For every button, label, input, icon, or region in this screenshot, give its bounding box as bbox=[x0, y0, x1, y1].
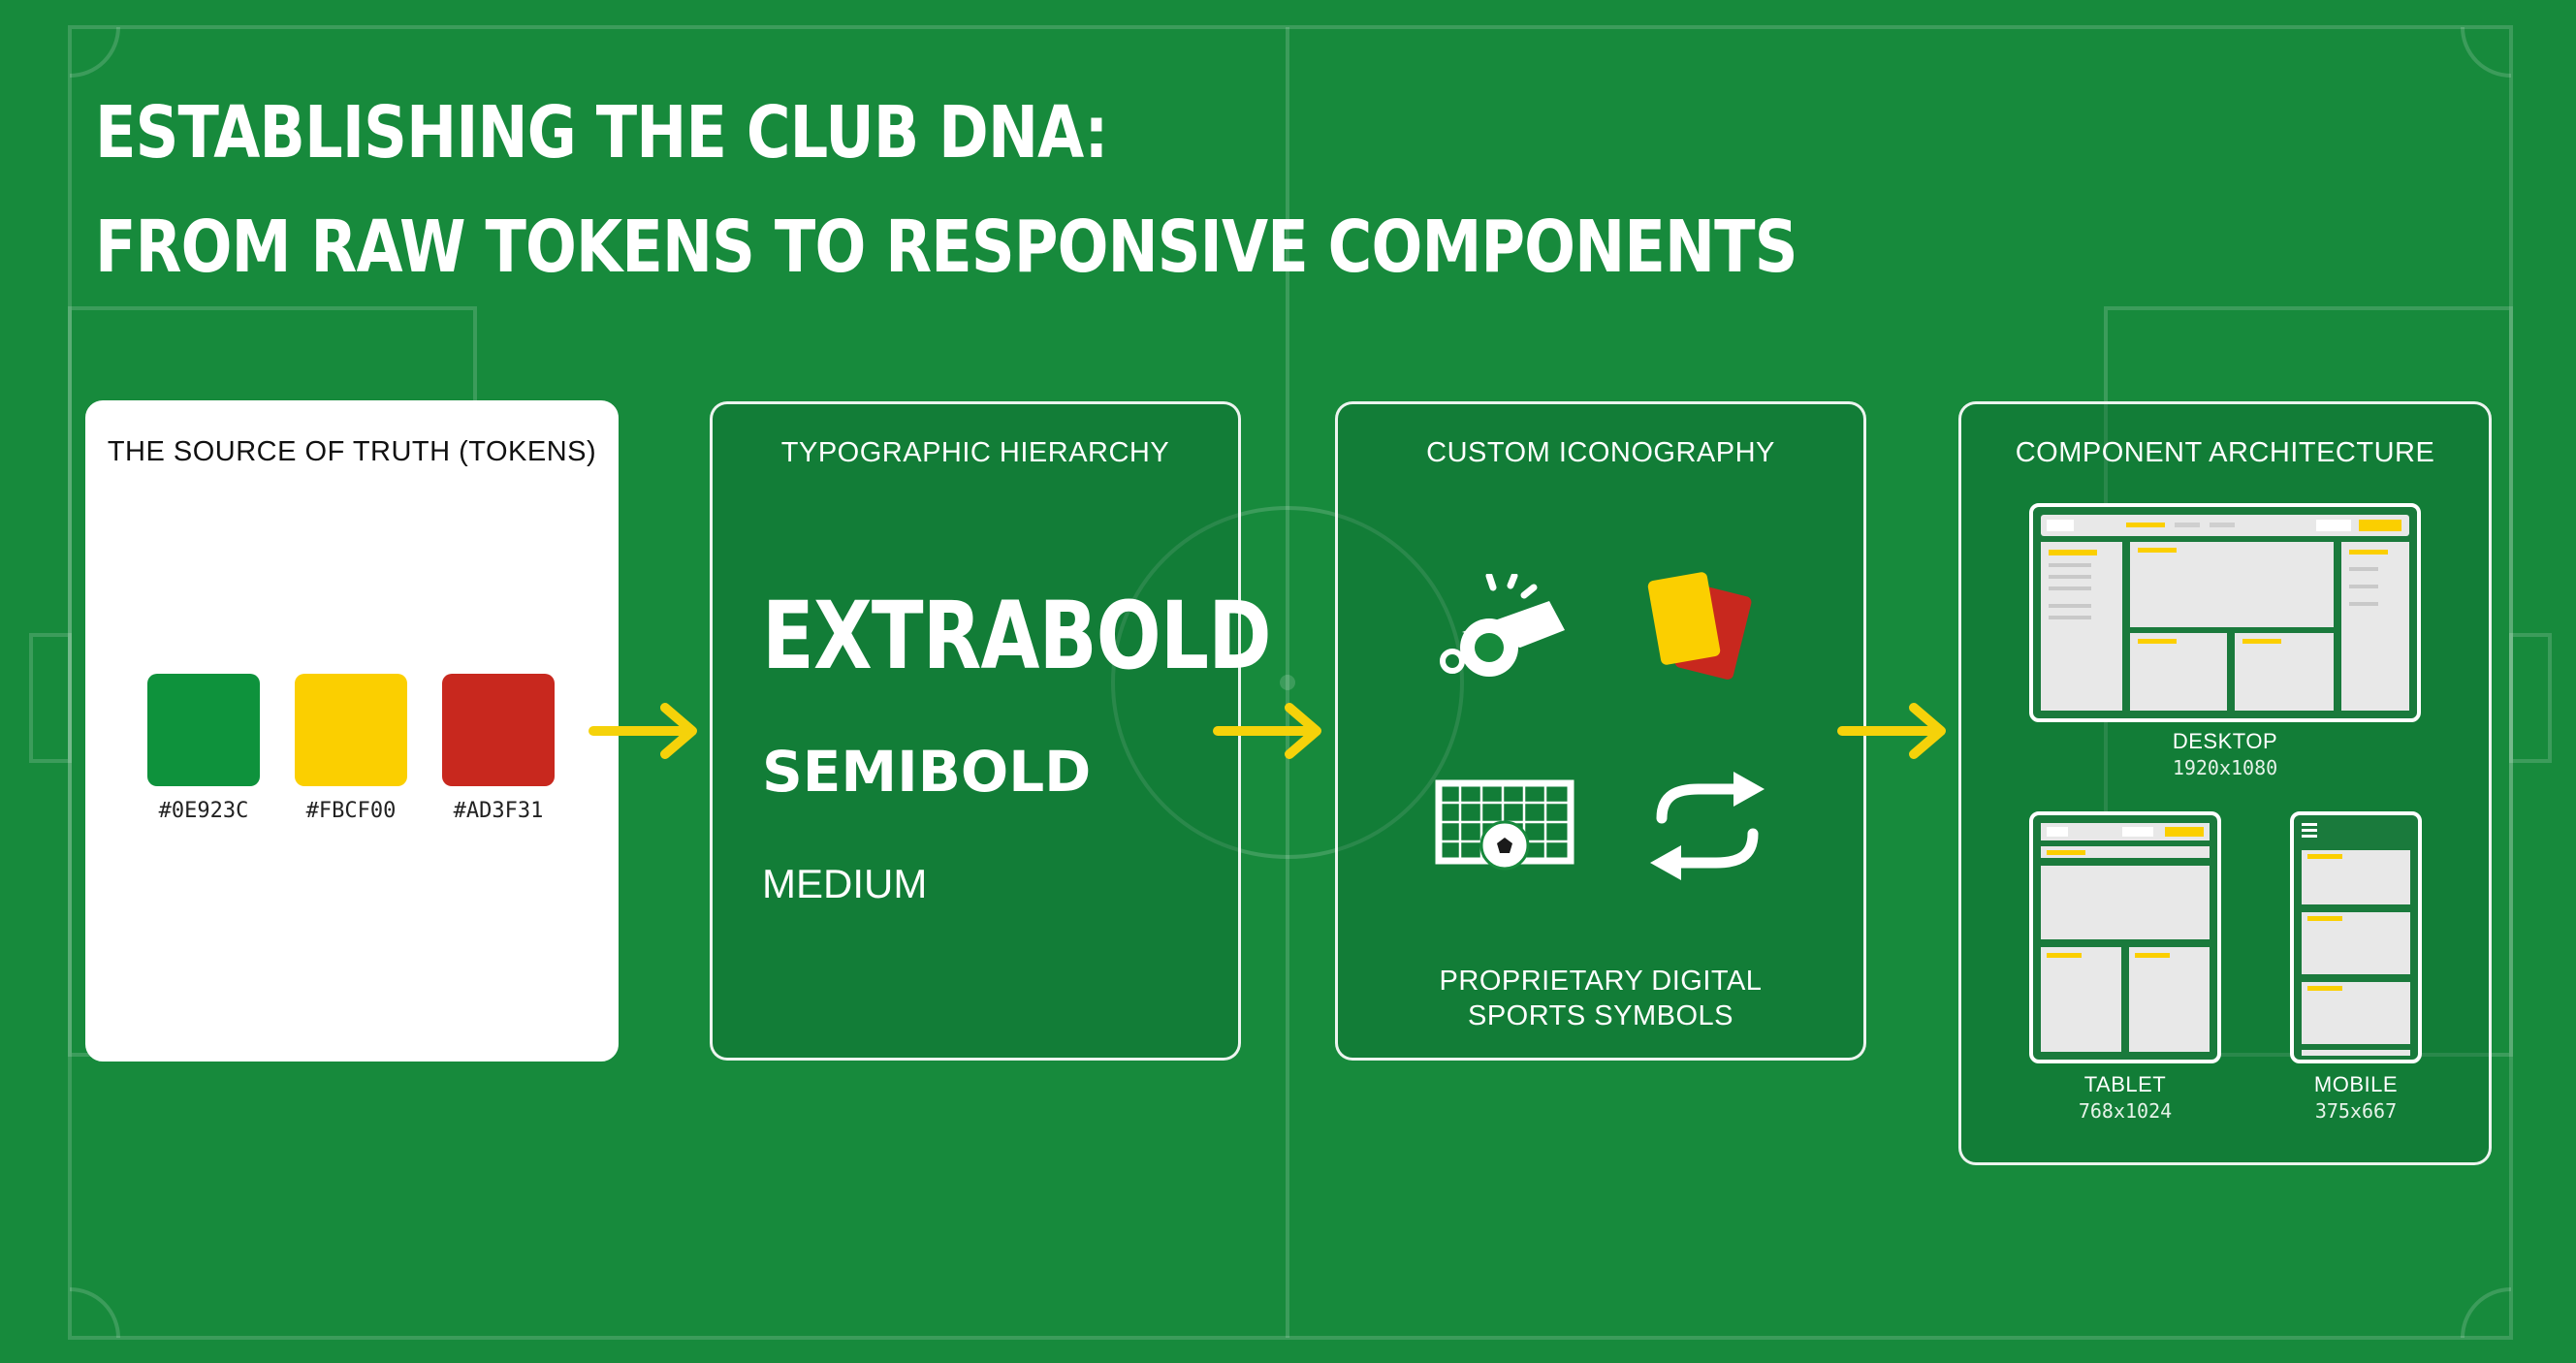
whistle-icon bbox=[1440, 574, 1565, 677]
swatch-red bbox=[442, 674, 555, 786]
substitution-icon bbox=[1650, 772, 1765, 880]
iconography-card-title: CUSTOM ICONOGRAPHY bbox=[1426, 437, 1775, 468]
goal-net-icon bbox=[1435, 779, 1574, 871]
mobile-size: 375x667 bbox=[2314, 1099, 2398, 1123]
swatch-green bbox=[147, 674, 260, 786]
swatch-yellow bbox=[295, 674, 407, 786]
desktop-label: DESKTOP bbox=[2172, 729, 2278, 753]
page-title: ESTABLISHING THE CLUB DNA: FROM RAW TOKE… bbox=[95, 76, 1798, 304]
mobile-label: MOBILE bbox=[2313, 1072, 2399, 1096]
flow-arrow-1 bbox=[588, 703, 697, 759]
iconography-caption-line-1: PROPRIETARY DIGITAL bbox=[1439, 966, 1763, 997]
weight-extrabold: EXTRABOLD bbox=[762, 582, 1272, 690]
tablet-mockup bbox=[2029, 811, 2221, 1063]
flow-arrow-3 bbox=[1837, 703, 1946, 759]
mobile-mockup bbox=[2290, 811, 2422, 1063]
cards-icon bbox=[1647, 572, 1752, 680]
flow-arrow-2 bbox=[1213, 703, 1321, 759]
iconography-caption-line-2: SPORTS SYMBOLS bbox=[1468, 1000, 1733, 1031]
swatch-yellow-label: #FBCF00 bbox=[305, 799, 397, 823]
iconography-card: CUSTOM ICONOGRAPHY bbox=[1335, 401, 1866, 1061]
components-card-title: COMPONENT ARCHITECTURE bbox=[2015, 437, 2435, 468]
tablet-size: 768x1024 bbox=[2078, 1099, 2173, 1123]
typography-card: TYPOGRAPHIC HIERARCHY bbox=[710, 401, 1241, 1061]
typography-card-title: TYPOGRAPHIC HIERARCHY bbox=[780, 437, 1170, 468]
weight-medium: MEDIUM bbox=[762, 861, 928, 906]
swatch-green-label: #0E923C bbox=[158, 799, 249, 823]
desktop-mockup bbox=[2029, 503, 2421, 722]
iconography-caption: PROPRIETARY DIGITAL SPORTS SYMBOLS bbox=[1335, 964, 1866, 1033]
swatch-red-label: #AD3F31 bbox=[453, 799, 544, 823]
title-line-1: ESTABLISHING THE CLUB DNA: bbox=[95, 91, 1108, 174]
tablet-label: TABLET bbox=[2083, 1072, 2167, 1096]
desktop-size: 1920x1080 bbox=[2172, 756, 2278, 779]
tokens-card-title: THE SOURCE OF TRUTH (TOKENS) bbox=[107, 436, 597, 467]
title-line-2: FROM RAW TOKENS TO RESPONSIVE COMPONENTS bbox=[95, 206, 1798, 289]
weight-semibold: SEMIBOLD bbox=[762, 739, 1092, 805]
